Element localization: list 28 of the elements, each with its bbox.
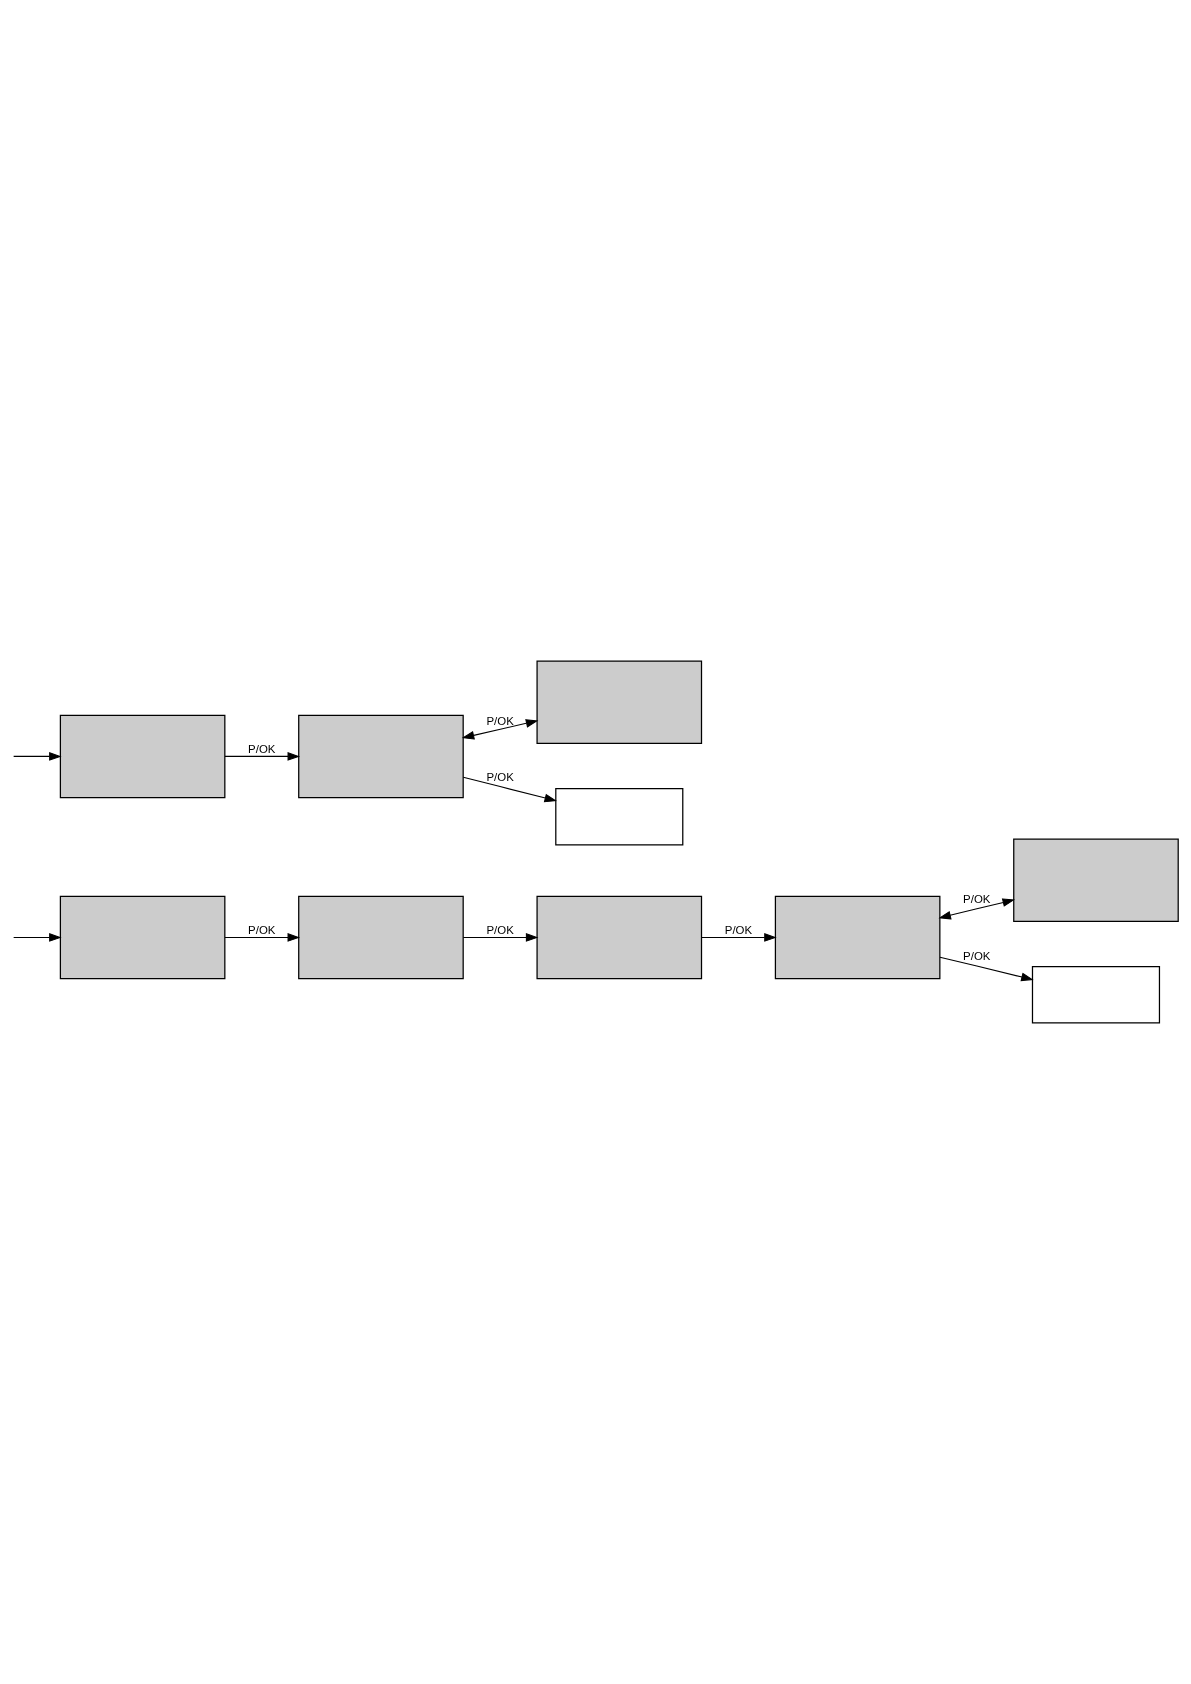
- arrow: [938, 898, 1015, 920]
- arrow: [701, 933, 777, 942]
- arrow: [224, 933, 301, 942]
- arrow: [462, 933, 539, 942]
- edge-label: P/OK: [724, 924, 753, 937]
- edge-label: P/OK: [486, 924, 514, 937]
- node-box: [774, 895, 941, 980]
- arrow: [939, 956, 1034, 982]
- arrow: [224, 752, 301, 761]
- edge-label: P/OK: [248, 924, 276, 937]
- edge-label: P/OK: [963, 950, 991, 963]
- edge-label: P/OK: [963, 892, 991, 905]
- edge-label: P/OK: [486, 771, 514, 784]
- node-box: [536, 895, 703, 980]
- node-box: [1013, 838, 1179, 922]
- node-box: [298, 714, 464, 799]
- node-box: [536, 660, 703, 744]
- edge-label: P/OK: [486, 714, 514, 727]
- node-box: [59, 714, 226, 799]
- arrow: [461, 719, 539, 740]
- node-box: [1031, 966, 1161, 1024]
- arrow: [13, 933, 62, 942]
- arrow: [462, 776, 557, 803]
- edge-label: P/OK: [248, 743, 276, 756]
- node-box: [298, 895, 464, 980]
- arrow: [13, 752, 62, 761]
- node-box: [59, 895, 226, 980]
- node-box: [555, 788, 684, 846]
